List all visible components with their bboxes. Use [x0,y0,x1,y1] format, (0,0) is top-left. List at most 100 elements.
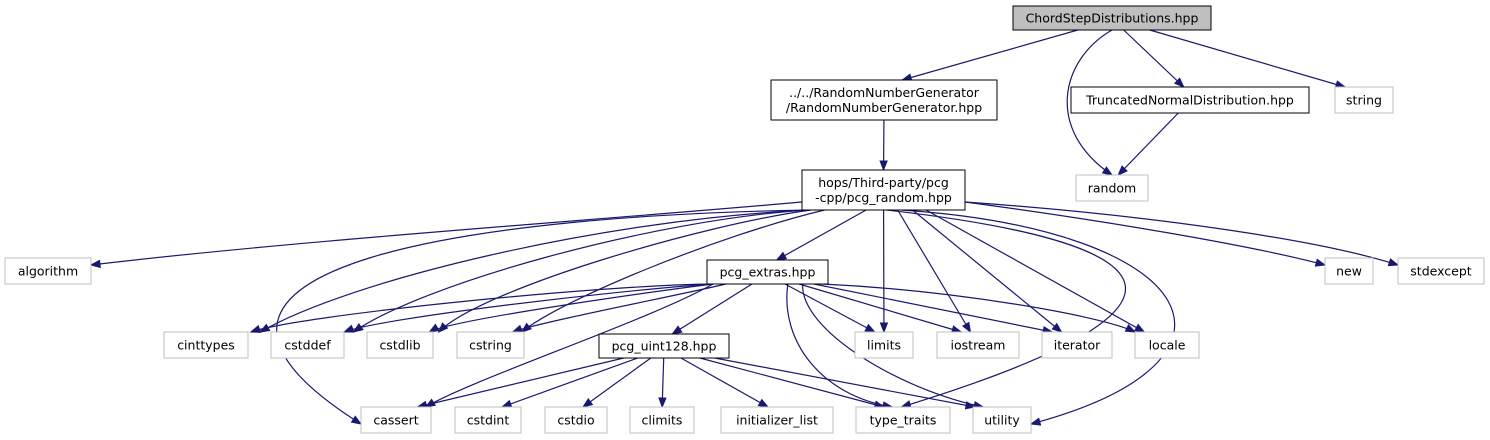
edge-chord-to-random [1066,29,1114,176]
node-cinttypes: cinttypes [163,331,249,359]
arrowhead [864,323,876,333]
edge-pcg-to-new [964,201,1327,267]
node-algorithm: algorithm [4,257,92,285]
node-stdexcept: stdexcept [1397,257,1485,285]
arrowhead [249,324,262,333]
node-label: cstdio [557,413,594,428]
edge-rng-to-pcg [879,119,888,172]
node-cstdio: cstdio [544,406,608,434]
edge-pcg-to-iterator [912,209,1063,333]
node-limits: limits [854,331,914,359]
arrowhead [879,322,889,334]
edge-pcg-to-extras [775,209,867,261]
arrowhead [89,259,101,269]
node-label: initializer_list [736,413,818,428]
node-label: iterator [1054,338,1101,353]
node-box [1075,174,1149,202]
node-cstddef: cstddef [270,331,345,359]
node-box [1334,86,1394,114]
node-box [1397,257,1485,285]
node-box [454,406,522,434]
node-box [1041,331,1113,359]
edge-pcg-to-utility [901,209,1176,426]
node-pcg[interactable]: hops/Third-party/pcg-cpp/pcg_random.hpp [801,169,966,211]
node-label: stdexcept [1410,264,1471,279]
arrowhead [671,325,683,335]
edge-pcg-to-locale [925,209,1146,333]
edge-extras-to-cstdlib [428,283,714,333]
node-label: new [1336,264,1362,279]
node-box [706,259,829,285]
node-label: iostream [951,338,1006,353]
node-locale: locale [1134,331,1200,359]
node-iostream: iostream [936,331,1020,359]
node-box [770,79,998,121]
node-label: algorithm [18,264,78,279]
edge-uint128-to-utility [714,357,977,410]
edge-chord-to-tnd [1123,29,1185,88]
arrowhead [1133,323,1146,333]
node-label: locale [1149,338,1186,353]
arrowhead [511,324,524,333]
node-box [1070,86,1310,114]
arrowhead [343,324,355,333]
arrowhead [428,323,440,333]
arrowhead [658,397,667,409]
edge-tnd-to-random [1117,112,1179,176]
arrowhead [1314,258,1327,267]
node-chord[interactable]: ChordStepDistributions.hpp [1012,5,1212,31]
arrowhead [581,398,594,408]
node-random: random [1075,174,1149,202]
edge-extras-to-uint128 [671,283,753,335]
edge-uint128-to-initlist [680,357,770,408]
node-label: pcg_uint128.hpp [612,339,717,354]
node-label: cassert [373,413,418,428]
edge-pcg-to-cassert [276,209,811,425]
edge-uint128-to-climits [658,357,667,409]
arrowhead [1387,258,1400,267]
node-label: cstddef [284,338,331,353]
node-cstdint: cstdint [454,406,522,434]
arrowhead [1124,324,1137,333]
node-box [629,406,695,434]
node-box [598,333,730,359]
node-string: string [1334,86,1394,114]
node-label: climits [642,413,683,428]
node-uint128[interactable]: pcg_uint128.hpp [598,333,730,359]
node-box [544,406,608,434]
arrowhead [961,321,972,334]
edges-layer [89,29,1400,426]
node-box [270,331,345,359]
edge-extras-to-limits [784,283,876,333]
node-tnd[interactable]: TruncatedNormalDistribution.hpp [1070,86,1310,114]
node-box [936,331,1020,359]
node-box [163,331,249,359]
node-box [456,331,525,359]
node-cassert: cassert [360,406,432,434]
node-label: cstdint [467,413,510,428]
edge-uint128-to-cstdio [581,357,652,408]
node-box [366,331,434,359]
arrowhead [757,398,770,408]
node-utility: utility [972,406,1032,434]
node-rng[interactable]: ../../RandomNumberGenerator/RandomNumber… [770,79,998,121]
node-box [855,406,951,434]
edge-chord-to-rng [900,29,1078,82]
node-label: cstdlib [379,338,420,353]
arrowhead [775,251,788,261]
node-label: pcg_extras.hpp [720,265,816,280]
node-box [972,406,1032,434]
node-box [1012,5,1212,31]
node-climits: climits [629,406,695,434]
arrowhead [500,399,513,408]
node-label: type_traits [870,413,937,428]
arrowhead [1029,417,1042,426]
edge-pcg-to-stdexcept [964,201,1400,267]
node-cstdlib: cstdlib [366,331,434,359]
node-extras[interactable]: pcg_extras.hpp [706,259,829,285]
node-cstring: cstring [456,331,525,359]
edge-pcg-to-iostream [897,209,972,334]
node-typetraits: type_traits [855,406,951,434]
node-label: ChordStepDistributions.hpp [1026,11,1199,26]
node-box [720,406,834,434]
